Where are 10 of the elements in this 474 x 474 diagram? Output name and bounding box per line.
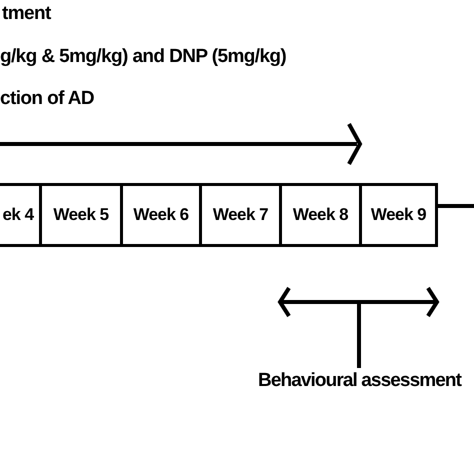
- week-box: Week 5: [39, 183, 123, 247]
- protocol-text: g/kg & 5mg/kg) and DNP (5mg/kg): [0, 46, 286, 68]
- protocol-text: tment: [2, 3, 51, 25]
- week-box: Week 8: [279, 183, 362, 247]
- week-box: Week 7: [199, 183, 282, 247]
- week-box: Week 6: [120, 183, 202, 247]
- assessment-label: Behavioural assessment: [258, 370, 462, 392]
- week-box: ek 4: [0, 183, 42, 247]
- week-box: Week 9: [359, 183, 438, 247]
- protocol-text: ction of AD: [0, 88, 94, 110]
